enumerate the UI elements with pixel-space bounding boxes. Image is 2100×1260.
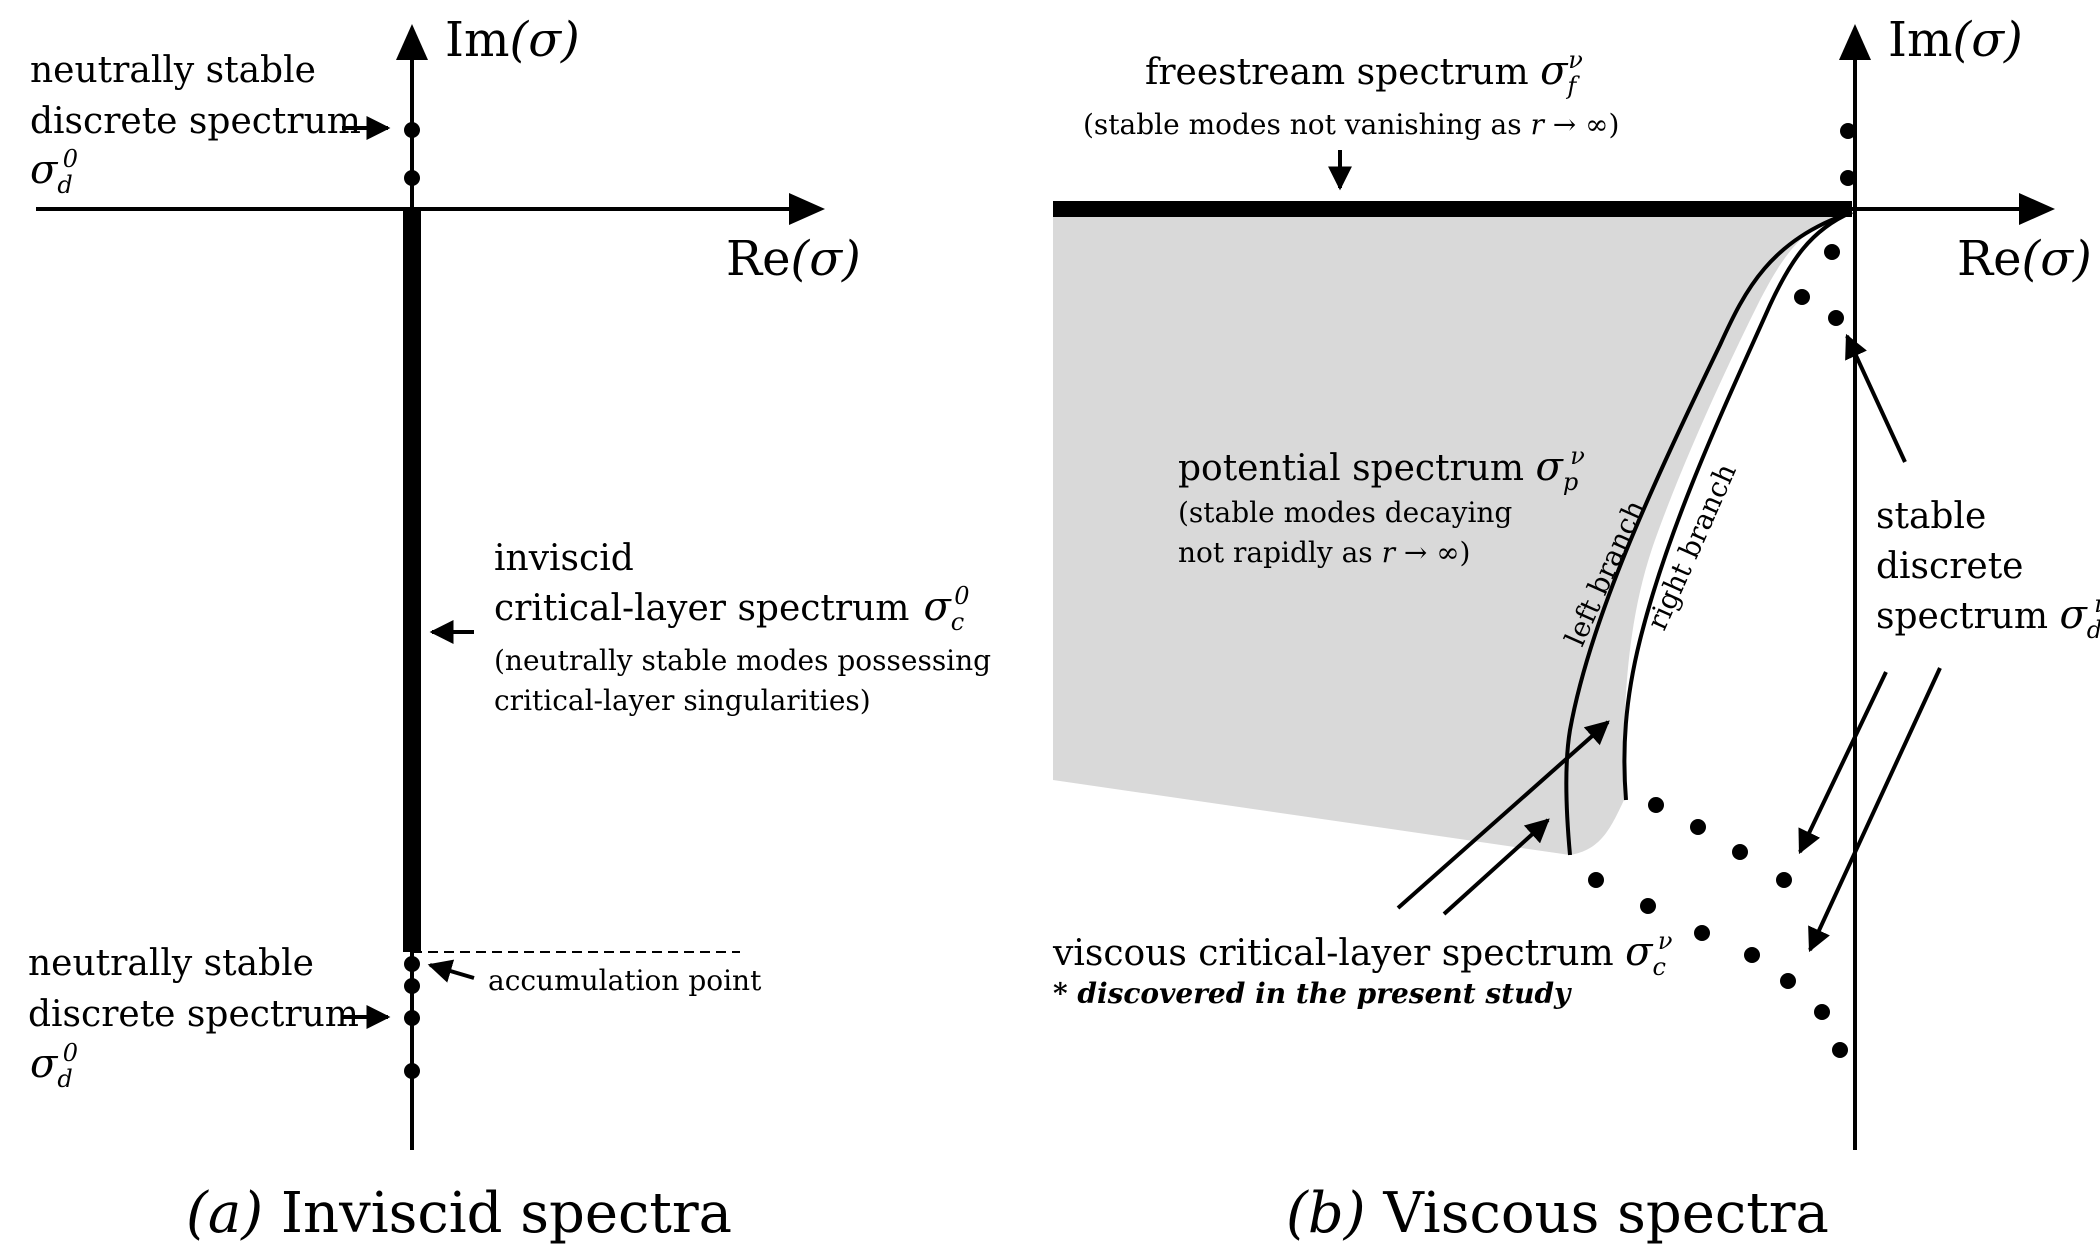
inviscid-note-line1: (neutrally stable modes possessing (494, 644, 991, 677)
top-discrete-label-line2: discrete spectrum (30, 101, 361, 142)
viscous-point-6 (1640, 898, 1656, 914)
real-axis-label-a: Re(σ) (726, 231, 861, 287)
accumulation-arrow (427, 959, 475, 983)
caption-b: (b) Viscous spectra (1286, 1181, 1829, 1246)
imag-axis-label-a: Im(σ) (445, 12, 580, 68)
viscous-point-10 (1814, 1004, 1830, 1020)
discrete-point-top-2 (404, 170, 420, 186)
viscous-point-2 (1690, 819, 1706, 835)
viscous-point-8 (1744, 947, 1760, 963)
bottom-discrete-symbol: σd0 (30, 1039, 78, 1093)
freestream-label: freestream spectrum σfν (1145, 46, 1583, 100)
imag-axis-arrowhead-a (396, 24, 428, 60)
imag-axis-label-b: Im(σ) (1888, 12, 2023, 68)
stable-discrete-point-1 (1824, 244, 1840, 260)
viscous-arrow-2 (1442, 818, 1550, 916)
neutral-point-upper-2 (1840, 170, 1856, 186)
stable-discrete-arrow-lower1 (1798, 671, 1888, 855)
stable-discrete-point-3 (1828, 310, 1844, 326)
real-axis-label-b: Re(σ) (1957, 231, 2092, 287)
stable-discrete-point-2 (1794, 289, 1810, 305)
top-discrete-label-line1: neutrally stable (30, 50, 316, 91)
potential-spectrum-region (1053, 209, 1852, 855)
viscous-point-5 (1588, 872, 1604, 888)
stable-discrete-arrow-lower2 (1808, 667, 1942, 953)
panel-b: Im(σ) Re(σ) freestream spectrum σfν (sta… (1052, 12, 2100, 1246)
right-branch-curve (1622, 210, 1853, 801)
stable-discrete-arrow-upper (1845, 333, 1907, 463)
viscous-point-11 (1832, 1042, 1848, 1058)
neutral-point-upper-1 (1840, 123, 1856, 139)
viscous-point-1 (1648, 797, 1664, 813)
inviscid-note-line2: critical-layer singularities) (494, 684, 871, 717)
potential-label: potential spectrum σpν (1178, 442, 1585, 496)
potential-note-line1: (stable modes decaying (1178, 496, 1512, 529)
discrete-point-bottom-1 (404, 956, 420, 972)
freestream-note: (stable modes not vanishing as r → ∞) (1083, 108, 1619, 141)
top-discrete-symbol: σd0 (30, 145, 78, 199)
discrete-point-bottom-3 (404, 1010, 420, 1026)
imag-axis-arrowhead-b (1839, 24, 1871, 60)
bottom-discrete-label-line1: neutrally stable (28, 943, 314, 984)
accumulation-label: accumulation point (488, 964, 762, 997)
discrete-point-top-1 (404, 122, 420, 138)
panel-a: Im(σ) Re(σ) neutrally stable discrete sp… (28, 12, 991, 1246)
stable-discrete-line3: spectrum σdν (1876, 590, 2100, 644)
stable-discrete-line2: discrete (1876, 546, 2023, 587)
real-axis-arrowhead-b (2019, 193, 2055, 225)
potential-note-line2: not rapidly as r → ∞) (1178, 536, 1470, 569)
inviscid-label-line1: inviscid (494, 538, 634, 579)
stable-discrete-line1: stable (1876, 496, 1986, 537)
viscous-point-9 (1780, 973, 1796, 989)
viscous-point-3 (1732, 844, 1748, 860)
discrete-point-bottom-4 (404, 1063, 420, 1079)
left-branch-curve (1564, 210, 1853, 856)
viscous-label: viscous critical-layer spectrum σcν (1052, 927, 1673, 981)
bottom-discrete-label-line2: discrete spectrum (28, 994, 359, 1035)
discovered-note: * discovered in the present study (1053, 977, 1572, 1010)
viscous-point-4 (1776, 872, 1792, 888)
viscous-arrow-1 (1396, 720, 1610, 910)
real-axis-arrowhead-a (789, 193, 825, 225)
caption-a: (a) Inviscid spectra (186, 1181, 732, 1246)
viscous-point-7 (1694, 925, 1710, 941)
discrete-point-bottom-2 (404, 978, 420, 994)
